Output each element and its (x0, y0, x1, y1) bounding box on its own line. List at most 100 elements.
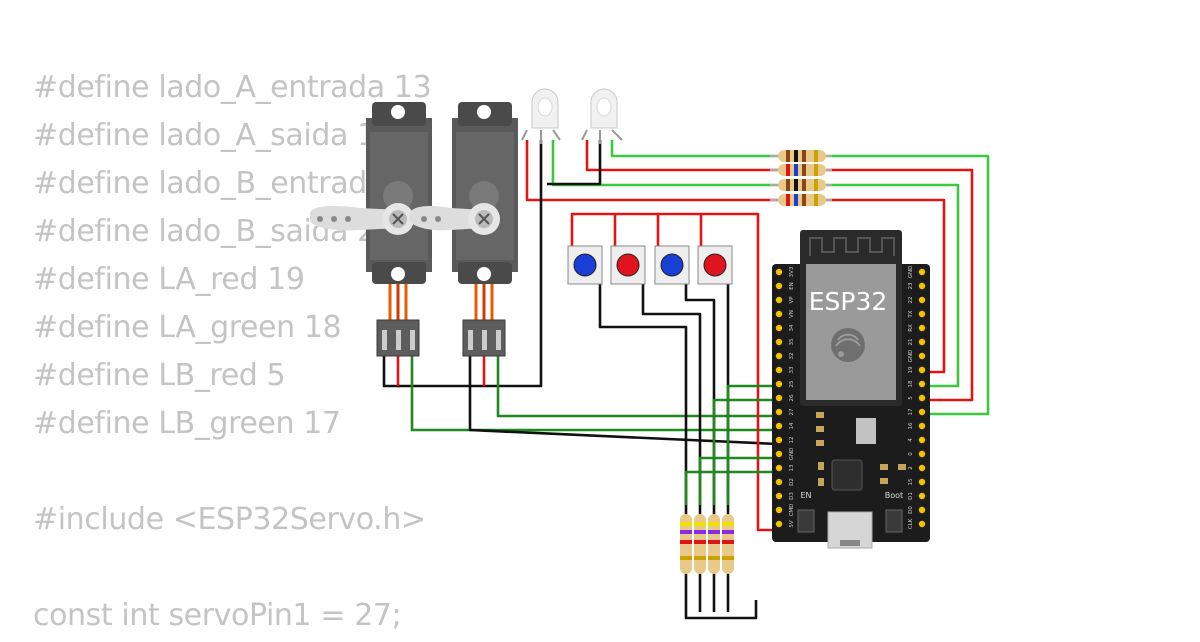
header-pin[interactable] (775, 506, 783, 514)
push-button-2[interactable] (610, 245, 646, 285)
resistor-pulldown-4[interactable] (722, 514, 734, 574)
header-pin[interactable] (918, 352, 926, 360)
push-button-3[interactable] (654, 245, 690, 285)
code-line: #define LA_green 18 (33, 310, 342, 345)
resistor-led-2[interactable] (770, 164, 832, 176)
header-pin[interactable] (918, 310, 926, 318)
esp32-board[interactable]: ESP32 EN Boot 3V3ENVPVN34353233252627141… (772, 230, 930, 549)
header-pin[interactable] (775, 366, 783, 374)
header-pin[interactable] (775, 436, 783, 444)
header-pin[interactable] (775, 464, 783, 472)
header-pin[interactable] (775, 268, 783, 276)
header-pin[interactable] (775, 310, 783, 318)
header-pin[interactable] (918, 380, 926, 388)
left-pin-header: 3V3ENVPVN343532332526271412GND13D2D3CMD5… (775, 266, 795, 528)
pin-label: D3 (789, 492, 795, 500)
wire-res-to-pin18[interactable] (826, 183, 960, 388)
pin-label: 13 (789, 464, 795, 471)
header-pin[interactable] (775, 450, 783, 458)
wire-res-to-pin5[interactable] (826, 168, 974, 402)
wire-led-b-red[interactable] (585, 140, 778, 172)
header-pin[interactable] (918, 464, 926, 472)
pin-label: 0 (908, 452, 914, 456)
push-button-1[interactable] (567, 245, 603, 285)
header-pin[interactable] (918, 268, 926, 276)
led-resistors (770, 150, 832, 206)
resistor-pulldown-3[interactable] (708, 514, 720, 574)
header-pin[interactable] (918, 324, 926, 332)
code-line: #define LA_red 19 (33, 262, 305, 297)
wire-buttons-vcc[interactable] (570, 212, 760, 246)
header-pin[interactable] (775, 422, 783, 430)
pin-label: D1 (908, 492, 914, 500)
rgb-led-b[interactable] (581, 88, 623, 144)
header-pin[interactable] (918, 492, 926, 500)
pin-label: GND (908, 266, 914, 279)
header-pin[interactable] (918, 296, 926, 304)
resistor-pulldown-1[interactable] (680, 514, 692, 574)
pin-label: 19 (908, 366, 914, 373)
wire-servo1-gnd[interactable] (382, 352, 400, 388)
pin-label: RX (908, 324, 914, 332)
wire-res-to-pin17[interactable] (826, 154, 990, 416)
wire-btn-to-pin25[interactable] (726, 384, 778, 505)
header-pin[interactable] (918, 506, 926, 514)
wire-led-a-gnd[interactable] (398, 140, 543, 388)
wire-5v-to-esp[interactable] (756, 246, 778, 532)
wire-servo2-signal[interactable] (496, 352, 778, 418)
code-line: #define LB_green 17 (33, 406, 341, 441)
header-pin[interactable] (918, 450, 926, 458)
pin-label: 32 (789, 353, 795, 360)
header-pin[interactable] (775, 324, 783, 332)
pin-label: VN (789, 310, 795, 318)
header-pin[interactable] (918, 436, 926, 444)
header-pin[interactable] (918, 366, 926, 374)
header-pin[interactable] (918, 478, 926, 486)
header-pin[interactable] (918, 408, 926, 416)
wire-button1-out[interactable] (598, 284, 688, 612)
header-pin[interactable] (775, 492, 783, 500)
resistor-led-3[interactable] (770, 179, 832, 191)
boot-button[interactable] (885, 509, 903, 533)
servo-motor-1[interactable] (310, 102, 432, 357)
wire-led-b-green[interactable] (610, 140, 778, 158)
wire-led-a-red[interactable] (525, 140, 778, 202)
header-pin[interactable] (775, 520, 783, 528)
resistor-led-4[interactable] (770, 194, 832, 206)
header-pin[interactable] (775, 352, 783, 360)
header-pin[interactable] (918, 422, 926, 430)
code-line: #define lado_A_entrada 13 (33, 70, 432, 105)
code-line: #include <ESP32Servo.h> (33, 502, 426, 537)
header-pin[interactable] (775, 338, 783, 346)
pin-label: CLK (908, 518, 914, 529)
pin-label: GND (908, 350, 914, 363)
resistor-pulldown-2[interactable] (694, 514, 706, 574)
header-pin[interactable] (775, 282, 783, 290)
esp32-label: ESP32 (809, 287, 888, 316)
push-button-4[interactable] (697, 245, 733, 285)
header-pin[interactable] (775, 380, 783, 388)
wire-btn-to-pin13[interactable] (684, 470, 778, 505)
resistor-led-1[interactable] (770, 150, 832, 162)
en-button[interactable] (797, 509, 815, 533)
wire-led-b-gnd[interactable] (547, 140, 602, 186)
header-pin[interactable] (918, 520, 926, 528)
pin-label: VP (789, 296, 795, 304)
header-pin[interactable] (918, 394, 926, 402)
header-pin[interactable] (775, 478, 783, 486)
wire-pulldown-gnd[interactable] (684, 600, 758, 620)
rgb-led-a[interactable] (521, 88, 561, 144)
header-pin[interactable] (918, 338, 926, 346)
wire-res-to-pin19[interactable] (826, 198, 946, 374)
servo-motor-2[interactable] (410, 102, 518, 357)
header-pin[interactable] (775, 394, 783, 402)
pin-label: 34 (789, 324, 795, 331)
wire-servo2-gnd[interactable] (468, 352, 779, 446)
header-pin[interactable] (775, 296, 783, 304)
wire-btn-to-pin12[interactable] (698, 456, 778, 505)
wire-servo1-signal[interactable] (410, 352, 778, 432)
header-pin[interactable] (775, 408, 783, 416)
header-pin[interactable] (918, 282, 926, 290)
pin-label: 22 (908, 297, 914, 304)
wire-btn-to-pin14[interactable] (712, 398, 778, 505)
